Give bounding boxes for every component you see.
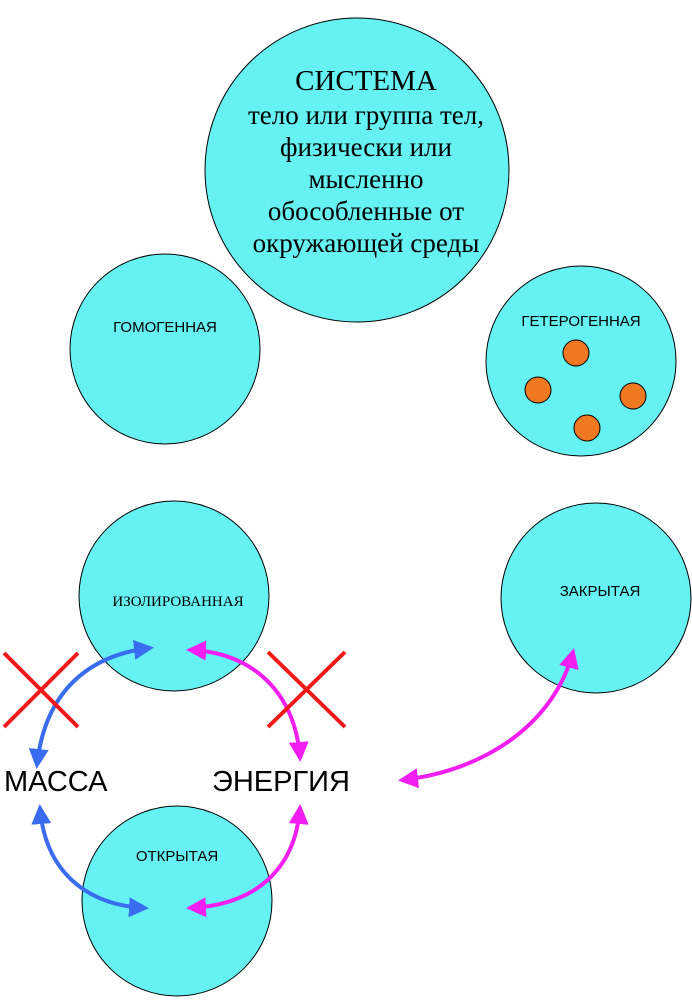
system-node: СИСТЕМА тело или группа тел, физически и…: [204, 17, 510, 323]
particle: [524, 376, 552, 404]
energy-closed-arrow: [398, 648, 579, 789]
closed-circle: [500, 502, 692, 694]
system-description-line: тело или группа тел,: [248, 100, 484, 130]
closed-node: ЗАКРЫТАЯ: [500, 502, 692, 694]
system-description-line: мысленно: [308, 164, 423, 194]
energy-forbidden-cross: [266, 650, 347, 729]
system-circle: [204, 17, 510, 323]
homogeneous-label: ГОМОГЕННАЯ: [113, 319, 217, 336]
particle: [562, 339, 590, 367]
homogeneous-circle: [69, 253, 261, 445]
system-title: СИСТЕМА: [295, 65, 437, 97]
homogeneous-node: ГОМОГЕННАЯ: [69, 253, 261, 445]
heterogeneous-label: ГЕТЕРОГЕННАЯ: [521, 313, 640, 330]
mass-open-arrow: [31, 804, 149, 918]
heterogeneous-node: ГЕТЕРОГЕННАЯ: [485, 265, 677, 457]
system-description-line: физически или: [280, 132, 452, 162]
energy-open-arrow: [186, 804, 309, 918]
open-label: ОТКРЫТАЯ: [136, 848, 218, 865]
isolated-label: ИЗОЛИРОВАННАЯ: [112, 594, 243, 610]
mass-isolated-arrow: [28, 639, 154, 769]
particle: [573, 414, 601, 442]
mass-label: МАССА: [4, 766, 108, 798]
mass-forbidden-cross: [2, 651, 80, 729]
particle: [619, 382, 647, 410]
energy-isolated-arrow: [186, 640, 309, 762]
energy-label: ЭНЕРГИЯ: [212, 766, 350, 798]
closed-label: ЗАКРЫТАЯ: [560, 583, 641, 600]
system-description-line: обособленные от: [268, 196, 464, 226]
system-description-line: окружающей среды: [253, 228, 480, 258]
